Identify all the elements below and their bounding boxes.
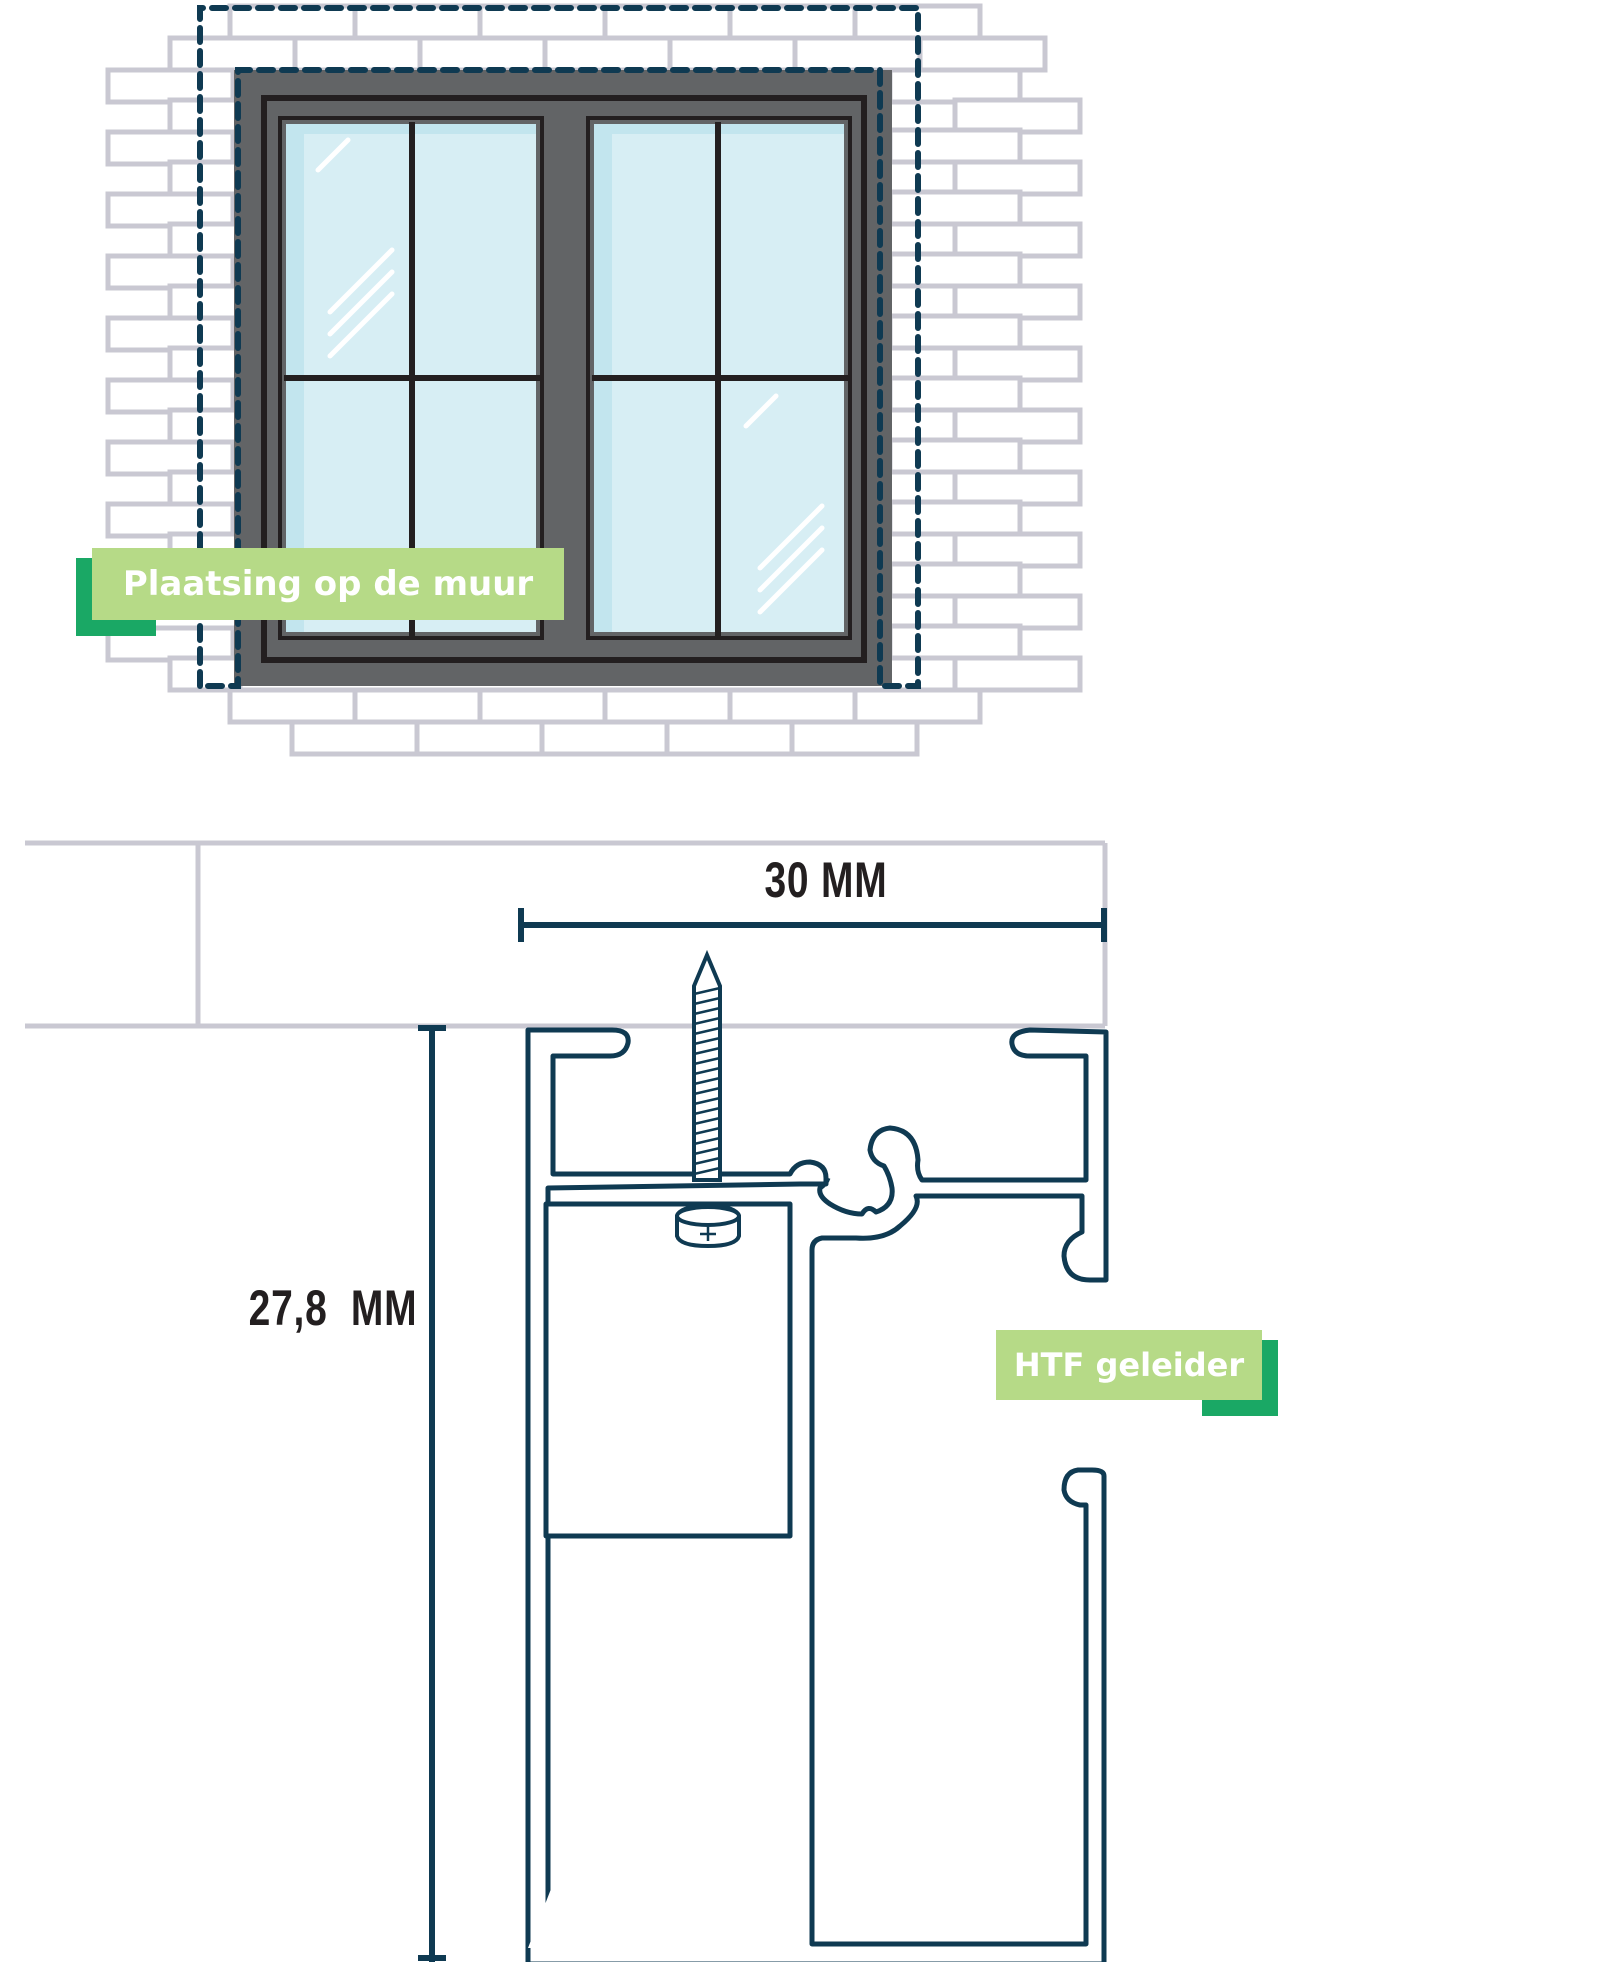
guide-label: HTF geleider [996,1330,1262,1400]
wall-placement-label: Plaatsing op de muur [92,548,564,620]
wall-placement-tag: Plaatsing op de muur [76,548,566,638]
wall-section [25,840,1108,1029]
screw [675,949,741,1249]
width-dimension-line [518,908,1107,942]
placement-outline [197,5,921,689]
height-dimension-line [418,1025,446,1962]
guide-tag: HTF geleider [996,1330,1278,1418]
width-dimension-label: 30 MM [764,852,888,908]
height-dimension-label: 27,8 MM [248,1280,418,1336]
guide-profile [525,1027,1109,1967]
guide-chamber [543,1201,793,1539]
